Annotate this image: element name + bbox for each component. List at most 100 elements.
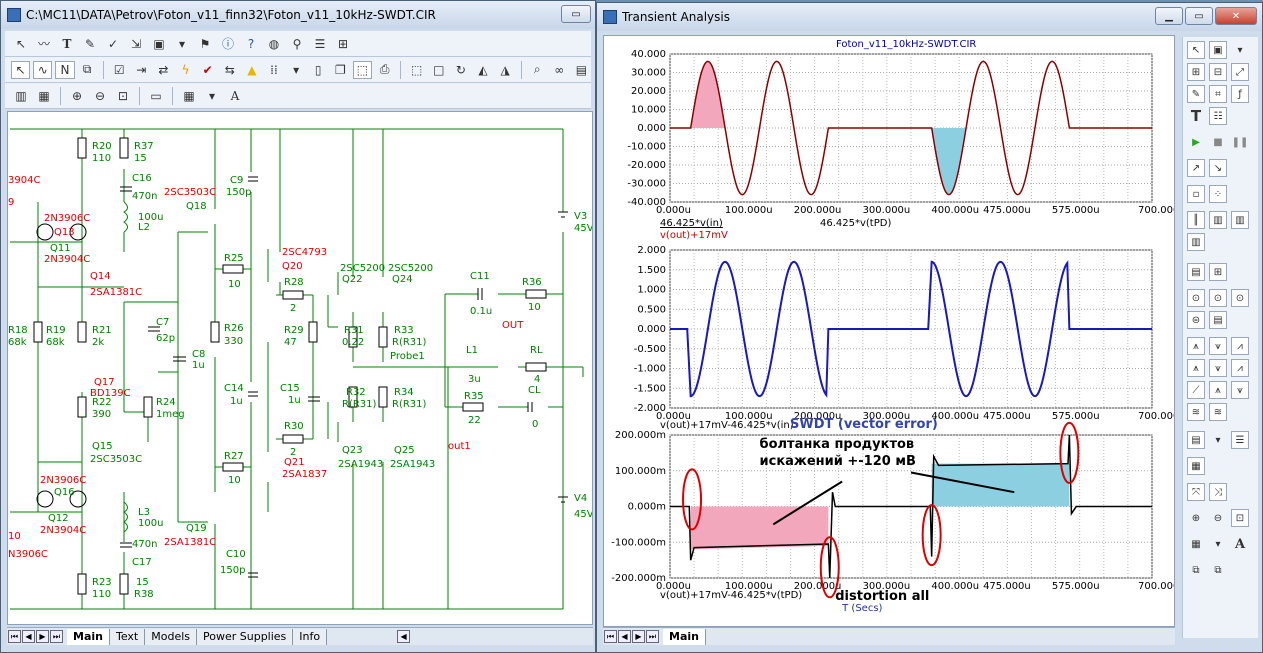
wave-d-icon[interactable]: ⩚ — [1187, 359, 1205, 377]
minimize-button[interactable]: ▭ — [561, 5, 591, 23]
swap-icon[interactable]: ⇆ — [224, 62, 235, 77]
check-tool-icon[interactable]: ✓ — [107, 36, 119, 51]
fit-icon[interactable]: ⤧ — [1187, 483, 1205, 501]
tab-text[interactable]: Text — [109, 628, 146, 645]
list-icon[interactable]: ☰ — [314, 36, 326, 51]
arrow-icon[interactable]: ⇥ — [136, 62, 147, 77]
minimize-button-2[interactable]: ▁ — [1155, 7, 1183, 25]
rows-icon[interactable]: ▤ — [1187, 263, 1205, 281]
copy-icon[interactable]: ⧉ — [82, 62, 92, 76]
ungroup-icon[interactable]: ▦ — [38, 88, 50, 103]
zoom-out-icon[interactable]: ⊖ — [94, 88, 106, 103]
properties-icon[interactable]: ☷ — [1209, 107, 1227, 125]
wave-i-icon[interactable]: ⩛ — [1231, 381, 1249, 399]
font-icon[interactable]: A — [230, 88, 240, 103]
stop-icon[interactable]: ■ — [1213, 136, 1223, 148]
camera-icon[interactable]: ▭ — [150, 88, 162, 103]
font-2-icon[interactable]: A — [1234, 536, 1246, 552]
globe-icon[interactable]: ◍ — [268, 36, 280, 51]
zoom-fit-icon[interactable]: ⊡ — [117, 88, 129, 103]
zoom-3-icon[interactable]: ⊙ — [1231, 289, 1249, 307]
tab-main-2[interactable]: Main — [663, 628, 706, 645]
text-tool-icon[interactable]: T — [62, 36, 72, 51]
tab-info[interactable]: Info — [293, 628, 328, 645]
scroll-left-icon[interactable]: ◀ — [397, 630, 411, 643]
group-2-icon[interactable]: ⧉ — [1192, 564, 1200, 576]
autoscale-icon[interactable]: ⤢ — [1231, 63, 1249, 81]
cols-2-icon[interactable]: ▥ — [1209, 211, 1227, 229]
pen-tool-icon[interactable]: ✎ — [84, 36, 96, 51]
pin-icon[interactable]: ⚲ — [292, 36, 302, 51]
zoom-icon[interactable]: ⊙ — [1187, 289, 1205, 307]
peak-icon[interactable]: ↗ — [1187, 159, 1205, 177]
layout-icon[interactable]: ▦ — [183, 88, 195, 103]
square-icon[interactable]: □ — [433, 62, 445, 77]
frame-icon[interactable]: ⬚ — [352, 60, 373, 79]
print-icon[interactable]: ⎙ — [379, 62, 390, 76]
mirror-icon[interactable]: ◮ — [500, 62, 510, 77]
edit-icon[interactable]: ✎ — [1187, 85, 1205, 103]
flag-tool-icon[interactable]: ⚑ — [199, 36, 211, 51]
tag-icon[interactable]: ⌗ — [1209, 85, 1227, 103]
tab-main[interactable]: Main — [67, 628, 110, 645]
prev-tab-2-icon[interactable]: ◀ — [618, 630, 631, 643]
bus-tool-icon[interactable]: ⇲ — [130, 36, 142, 51]
wave-a-icon[interactable]: ⩚ — [1187, 337, 1205, 355]
ungroup-2-icon[interactable]: ⧉ — [1214, 564, 1222, 576]
next-tab-icon[interactable]: ▶ — [36, 630, 49, 643]
grid-toggle-icon[interactable]: ⊞ — [1209, 263, 1227, 281]
wave-h-icon[interactable]: ⩚ — [1209, 381, 1227, 399]
dropdown-icon-2[interactable]: ▾ — [293, 62, 300, 77]
last-tab-2-icon[interactable]: ⏭ — [646, 630, 659, 643]
prev-tab-icon[interactable]: ◀ — [22, 630, 35, 643]
dropdown-icon[interactable]: ▾ — [178, 36, 186, 51]
wave-e-icon[interactable]: ⩛ — [1209, 359, 1227, 377]
data-point-icon[interactable]: ▫ — [1187, 185, 1205, 203]
fit-2-icon[interactable]: ⤨ — [1209, 483, 1227, 501]
transient-titlebar[interactable]: Transient Analysis ▁ ▭ ✕ — [597, 3, 1262, 31]
clipboard-icon[interactable]: ▤ — [575, 62, 588, 77]
wire-tool-icon[interactable]: 〰 — [37, 37, 50, 51]
components-icon[interactable]: ▣ — [1209, 41, 1227, 59]
select-tool-icon[interactable]: ↖ — [15, 36, 27, 51]
pages-icon[interactable]: ❐ — [334, 62, 346, 77]
dropdown-icon-4[interactable]: ▾ — [1237, 44, 1243, 56]
wave-mode-icon[interactable]: ∿ — [33, 60, 53, 79]
first-tab-icon[interactable]: ⏮ — [8, 630, 21, 643]
dropdown-icon-5[interactable]: ▾ — [1215, 434, 1221, 446]
tab-models[interactable]: Models — [145, 628, 197, 645]
wave-f-icon[interactable]: ⩘ — [1231, 359, 1249, 377]
rescale-icon[interactable]: ⊟ — [1209, 63, 1227, 81]
rotate-icon[interactable]: ↻ — [455, 62, 466, 77]
wave-k-icon[interactable]: ≋ — [1209, 403, 1227, 421]
zoom-in-2-icon[interactable]: ⊕ — [1191, 512, 1201, 524]
points-icon[interactable]: ⁘ — [1209, 185, 1227, 203]
first-tab-2-icon[interactable]: ⏮ — [604, 630, 617, 643]
maximize-button[interactable]: ▭ — [1185, 7, 1213, 25]
wave-b-icon[interactable]: ⩛ — [1209, 337, 1227, 355]
warning-icon[interactable]: ▲ — [247, 62, 257, 77]
grid-icon[interactable]: ⊞ — [337, 36, 349, 51]
group-icon[interactable]: ▥ — [15, 88, 27, 103]
dropdown-icon-6[interactable]: ▾ — [1215, 538, 1221, 550]
scale-icon[interactable]: ⊞ — [1187, 63, 1205, 81]
schematic-canvas[interactable]: 3904C 9 R20 110 R37 15 C16 470n 100u L2 … — [7, 111, 593, 625]
page-icon[interactable]: ▯ — [314, 62, 322, 77]
info-icon[interactable]: ⓘ — [221, 37, 234, 51]
grid-dots-icon[interactable]: ⁞⁞ — [270, 62, 278, 77]
ok-icon[interactable]: ☑ — [113, 62, 125, 77]
wave-c-icon[interactable]: ⩘ — [1231, 337, 1249, 355]
node-numbers-icon[interactable]: N — [55, 60, 75, 79]
calendar-icon[interactable]: ▦ — [1187, 457, 1205, 475]
box-select-icon[interactable]: ⬚ — [411, 62, 423, 77]
text-icon[interactable]: T — [1190, 107, 1202, 125]
select-icon[interactable]: ↖ — [1187, 41, 1205, 59]
wave-j-icon[interactable]: ≋ — [1187, 403, 1205, 421]
doc-icon[interactable]: ☰ — [1231, 431, 1249, 449]
cols-1-icon[interactable]: ║ — [1187, 211, 1205, 229]
ruler-icon[interactable]: ⊜ — [1187, 311, 1205, 329]
wave-g-icon[interactable]: ⟋ — [1187, 381, 1205, 399]
pause-icon[interactable]: ❚❚ — [1231, 136, 1249, 148]
valley-icon[interactable]: ↘ — [1209, 159, 1227, 177]
